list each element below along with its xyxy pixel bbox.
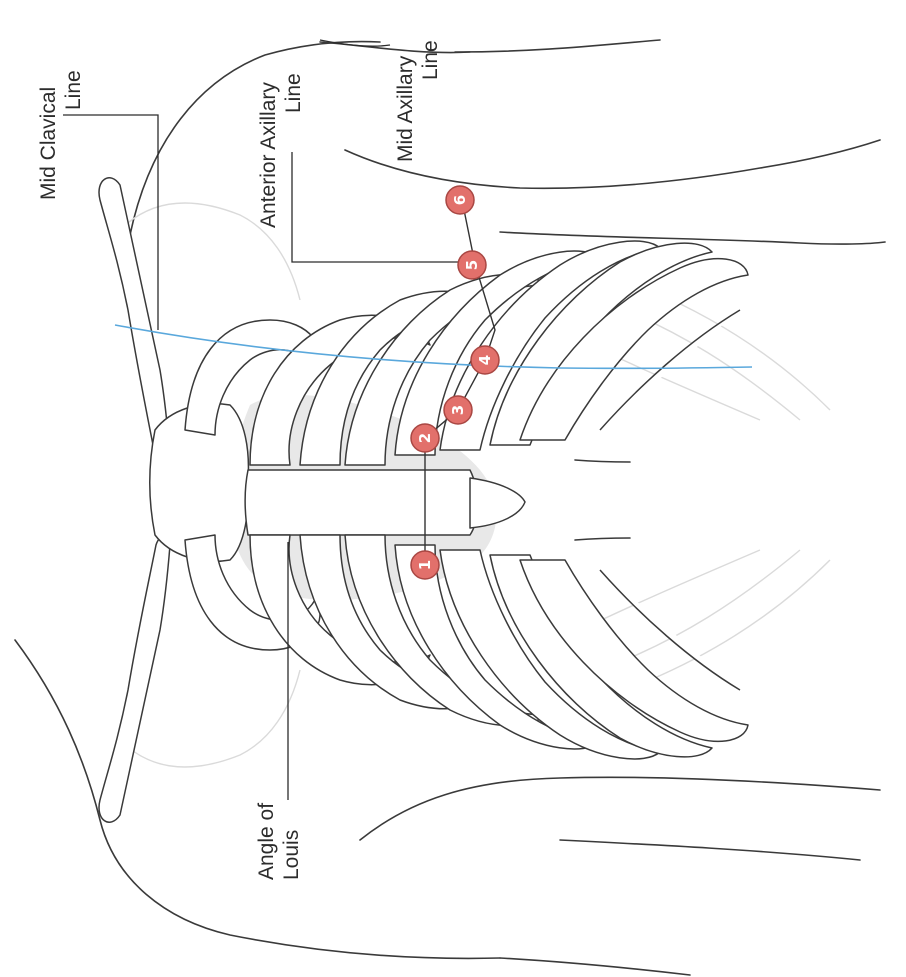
axilla-outline-bottom-2 [560,840,860,860]
ribs-lower [185,535,748,759]
axilla-outline-top-1 [345,140,880,188]
electrode-v1: 1 [411,551,439,579]
axilla-outline-top-2 [500,232,885,244]
svg-text:2: 2 [416,433,434,443]
electrode-v5: 5 [458,251,486,279]
svg-text:5: 5 [463,260,481,270]
arm-outline-bottom [500,958,690,975]
electrode-v4: 4 [471,346,499,374]
label-mid-clavical-line-2: Line [62,70,85,110]
label-anterior-axillary-line: Anterior Axillary Line [257,73,305,228]
electrode-v2: 2 [411,424,439,452]
label-anterior-axillary-line-2: Line [282,73,305,113]
sternum-body [245,470,478,535]
arm-outline-top [455,40,660,52]
electrode-v3: 3 [444,396,472,424]
label-mid-clavical-line-1: Mid Clavical [37,87,60,200]
svg-text:4: 4 [476,355,494,365]
anterior-axillary-leader [292,152,462,262]
label-mid-axillary-line: Mid Axillary Line [394,40,442,162]
svg-text:3: 3 [449,405,467,415]
neck-shoulder-outline-top [130,42,380,235]
label-mid-axillary-line-2: Line [419,40,442,80]
label-mid-clavical-line: Mid Clavical Line [37,70,85,200]
label-mid-axillary-line-1: Mid Axillary [394,55,417,162]
svg-text:1: 1 [416,560,434,570]
xiphoid-process [470,478,525,528]
axilla-outline-bottom-1 [360,777,880,840]
electrode-v6: 6 [446,186,474,214]
label-angle-of-louis-2: Louis [280,830,303,880]
svg-text:6: 6 [451,195,469,205]
label-angle-of-louis: Angle of Louis [255,803,303,880]
costal-margin [575,460,630,540]
label-anterior-axillary-line-1: Anterior Axillary [257,82,280,228]
clavicle-bottom [99,536,170,822]
label-angle-of-louis-1: Angle of [255,803,278,880]
